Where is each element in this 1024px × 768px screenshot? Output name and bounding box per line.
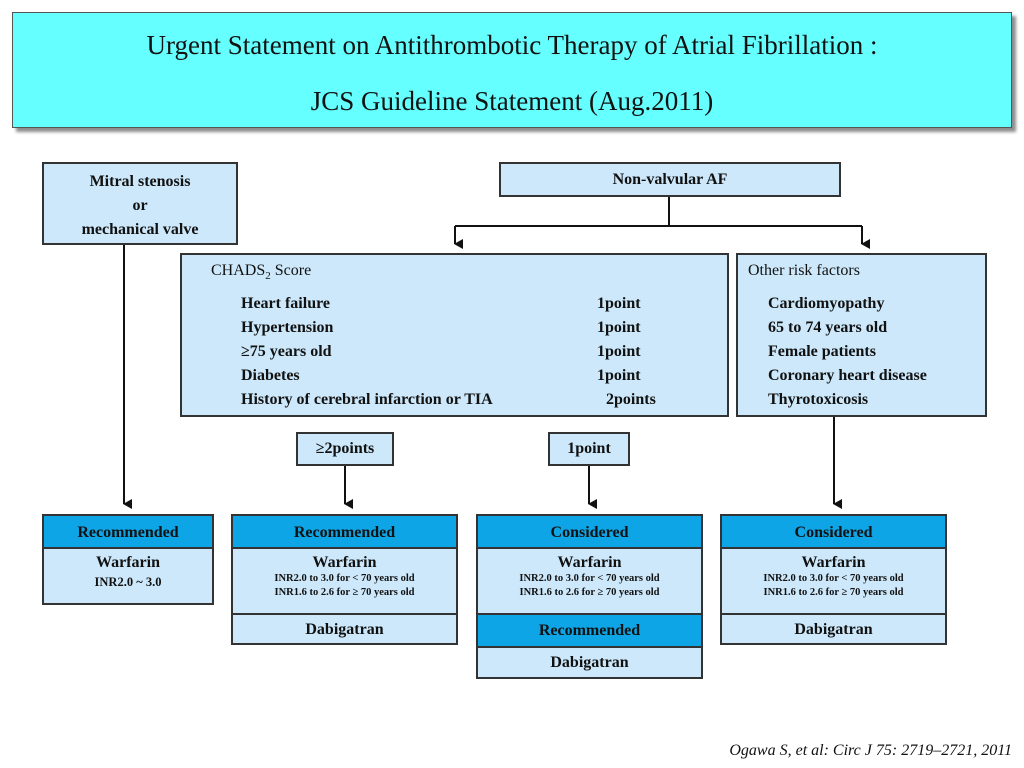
result-mitral-head: Recommended [44, 516, 212, 549]
result-two-points-inr-2: INR1.6 to 2.6 for ≥ 70 years old [274, 587, 415, 598]
result-two-points: Recommended Warfarin INR2.0 to 3.0 for <… [231, 514, 458, 645]
other-risk-item: Female patients [768, 343, 876, 360]
mitral-line-2: or [132, 197, 148, 214]
chads2-item-label: Hypertension [241, 319, 334, 336]
result-other-risk-head: Considered [722, 516, 945, 549]
chads2-item-points: 1point [597, 367, 641, 384]
chads2-score-box: CHADS2 Score Heart failure 1point Hypert… [180, 253, 729, 417]
result-other-risk-inr-1: INR2.0 to 3.0 for < 70 years old [763, 573, 904, 584]
citation: Ogawa S, et al: Circ J 75: 2719–2721, 20… [729, 742, 1012, 759]
chads2-item-label: Heart failure [241, 295, 331, 312]
result-other-risk-inr-2: INR1.6 to 2.6 for ≥ 70 years old [763, 587, 904, 598]
non-valvular-af-box: Non-valvular AF [499, 162, 841, 197]
chads2-item-points: 1point [597, 295, 641, 312]
chads2-item-points: 1point [597, 343, 641, 360]
chads2-item-label: History of cerebral infarction or TIA [241, 391, 493, 408]
mitral-line-3: mechanical valve [81, 221, 199, 238]
result-two-points-head: Recommended [233, 516, 456, 549]
other-risk-item: Cardiomyopathy [768, 295, 885, 312]
result-one-point-inr-1: INR2.0 to 3.0 for < 70 years old [519, 573, 660, 584]
title-line-2: JCS Guideline Statement (Aug.2011) [310, 86, 714, 116]
title-line-1: Urgent Statement on Antithrombotic Thera… [146, 30, 878, 60]
result-one-point-head: Considered [478, 516, 701, 549]
other-risk-item: 65 to 74 years old [768, 319, 888, 336]
non-valvular-af-label: Non-valvular AF [612, 171, 728, 188]
chads2-item-label: Diabetes [241, 367, 300, 384]
result-two-points-inr-1: INR2.0 to 3.0 for < 70 years old [274, 573, 415, 584]
result-mitral-inr: INR2.0 ~ 3.0 [94, 575, 162, 589]
result-one-point-inr-2: INR1.6 to 2.6 for ≥ 70 years old [519, 587, 660, 598]
chads2-title: CHADS2 Score [211, 262, 312, 283]
result-two-points-drug: Warfarin [312, 554, 377, 571]
threshold-two-points-label: ≥2points [315, 440, 375, 457]
mitral-valve-box: Mitral stenosis or mechanical valve [42, 162, 238, 245]
chads2-item-points: 2points [606, 391, 656, 408]
chads2-item-label: ≥75 years old [241, 343, 332, 360]
other-risk-title: Other risk factors [748, 262, 860, 279]
threshold-two-points-box: ≥2points [296, 432, 394, 466]
result-one-point-alt: Dabigatran [478, 646, 701, 678]
threshold-one-point-box: 1point [548, 432, 630, 466]
result-one-point-drug: Warfarin [557, 554, 622, 571]
result-other-risk-alt: Dabigatran [722, 613, 945, 645]
other-risk-item: Coronary heart disease [768, 367, 927, 384]
result-mitral-drug: Warfarin [96, 554, 160, 571]
result-one-point: Considered Warfarin INR2.0 to 3.0 for < … [476, 514, 703, 679]
threshold-one-point-label: 1point [567, 440, 611, 457]
title-banner: Urgent Statement on Antithrombotic Thera… [12, 12, 1012, 128]
chads2-item-points: 1point [597, 319, 641, 336]
result-other-risk-drug: Warfarin [801, 554, 866, 571]
mitral-line-1: Mitral stenosis [89, 173, 191, 190]
result-other-risk: Considered Warfarin INR2.0 to 3.0 for < … [720, 514, 947, 645]
other-risk-factors-box: Other risk factors Cardiomyopathy 65 to … [736, 253, 987, 417]
other-risk-item: Thyrotoxicosis [768, 391, 869, 408]
result-two-points-alt: Dabigatran [233, 613, 456, 645]
result-mitral: Recommended Warfarin INR2.0 ~ 3.0 [42, 514, 214, 605]
result-one-point-alt-head: Recommended [478, 613, 701, 646]
